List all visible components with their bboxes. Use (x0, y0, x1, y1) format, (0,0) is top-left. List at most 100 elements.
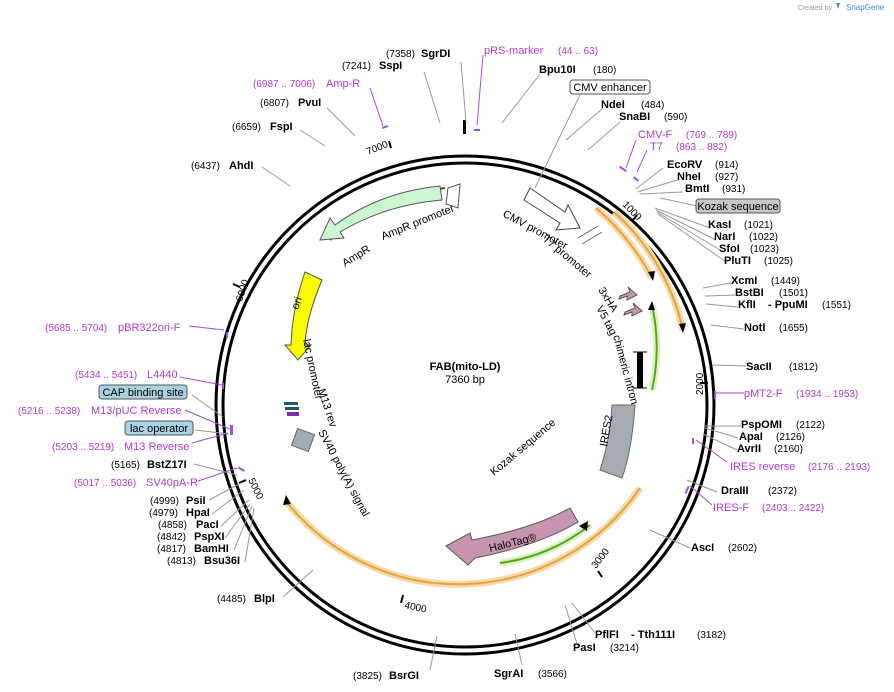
primer-ires-f-range: (2403 .. 2422) (762, 503, 824, 514)
enzyme-sacii: SacII (746, 361, 772, 373)
enzyme-pspxi-pos: (4842) (157, 532, 186, 543)
t7-promoter-marks (577, 225, 603, 245)
ires2-arrow (599, 404, 636, 479)
enzyme-draiii-pos: (2372) (768, 486, 797, 497)
enzyme-sgrai-pos: (3566) (538, 669, 567, 680)
enzyme-hpai-pos: (4979) (149, 508, 178, 519)
kozak-sequence-box (695, 198, 781, 214)
primer-ires-reverse-range: (2176 .. 2193) (808, 462, 870, 473)
ori-arrow (283, 271, 323, 361)
cap-binding-site-box (98, 384, 188, 400)
sv40-polya-label: SV40 poly(A) signal (315, 428, 371, 519)
enzyme-apai: ApaI (739, 431, 763, 443)
cmv-enhancer-box (569, 79, 651, 95)
enzyme-pvui-pos: (6807) (260, 98, 289, 109)
orange-arc-long-arrow-icon (679, 323, 686, 333)
primer-t7-range: (863 .. 882) (676, 142, 727, 153)
enzyme-avrii-pos: (2160) (774, 444, 803, 455)
plasmid-size: 7360 bp (445, 374, 485, 386)
primer-marks (222, 125, 716, 495)
enzyme-asci-pos: (2602) (728, 543, 757, 554)
enzyme-sacii-pos: (1812) (789, 362, 818, 373)
primer-cmv-f-range: (769 .. 789) (686, 130, 737, 141)
tick-5000: 5000 (245, 476, 265, 501)
green-arc-top-arrow-icon (648, 301, 655, 310)
enzyme-ppumi: - PpuMI (768, 299, 808, 311)
primer-prs-marker-range: (44 .. 63) (558, 46, 598, 57)
tick-4000: 4000 (403, 600, 427, 615)
m13-primer-mark (287, 412, 299, 416)
enzyme-ecorv-pos: (914) (715, 160, 738, 171)
enzyme-draiii: DraIII (721, 485, 749, 497)
lac-promoter-label: lac promoter (300, 338, 325, 401)
enzyme-bstbi-pos: (1501) (779, 288, 808, 299)
v5-tag-arrow (623, 302, 643, 317)
3xha-arrow (618, 286, 638, 301)
enzyme-noti: NotI (744, 322, 765, 334)
primer-m13-reverse: M13 Reverse (124, 441, 189, 453)
lac-promoter-mark (285, 407, 299, 410)
kozak-inner-label: Kozak sequence (488, 417, 558, 478)
enzyme-noti-pos: (1655) (779, 323, 808, 334)
sv40-polya-box (290, 427, 316, 453)
feature-box-leaders (191, 94, 698, 435)
ori-label: ori (290, 295, 305, 311)
enzyme-bsu36i-pos: (4813) (167, 556, 196, 567)
lac-operator-box (124, 420, 194, 436)
enzyme-pflfi: PflFI (595, 629, 619, 641)
primer-pmt2-f-range: (1934 .. 1953) (796, 389, 858, 400)
halotag-arrow (445, 507, 579, 566)
enzyme-leaders (193, 61, 747, 671)
enzyme-bsrgi: BsrGI (389, 670, 419, 682)
enzyme-nhei: NheI (677, 171, 701, 183)
enzyme-pspomi: PspOMI (741, 419, 782, 431)
snapgene-logo-icon (836, 3, 840, 9)
ticks (232, 140, 708, 604)
enzyme-bamhi-pos: (4817) (157, 544, 186, 555)
enzyme-sfoi-pos: (1023) (750, 244, 779, 255)
cap-binding-site-label: CAP binding site (102, 387, 183, 399)
orange-arc-bottom-arrow-icon (283, 495, 291, 505)
primer-m13-puc-reverse-range: (5216 .. 5238) (18, 406, 80, 417)
orange-arc-bottom-highlight (282, 486, 643, 588)
enzyme-bamhi: BamHI (194, 543, 229, 555)
ampr-arrow (319, 185, 443, 241)
tick-3000: 3000 (590, 546, 613, 571)
orange-arc-cmv-arrow-icon (648, 271, 655, 281)
enzyme-tth111i-pos: (3182) (697, 630, 726, 641)
primer-t7: T7 (650, 141, 663, 153)
enzyme-asci: AscI (691, 542, 714, 554)
enzyme-bmti-pos: (931) (722, 184, 745, 195)
orange-arc-bottom (284, 487, 641, 586)
primer-amp-r: Amp-R (326, 78, 360, 90)
snapgene-brand: SnapGene (846, 3, 885, 12)
enzyme-psii-pos: (4999) (150, 496, 179, 507)
primer-amp-r-range: (6987 .. 7006) (253, 79, 315, 90)
enzyme-sfoi: SfoI (719, 243, 740, 255)
enzyme-bsu36i: Bsu36I (204, 555, 240, 567)
primer-l4440: L4440 (147, 369, 178, 381)
enzyme-paci-pos: (4858) (158, 520, 187, 531)
chimeric-intron-label: chimeric intron (610, 334, 640, 406)
primer-ires-reverse: IRES reverse (730, 461, 795, 473)
primer-pbr322ori-f: pBR322ori-F (118, 322, 181, 334)
enzyme-bstz17i: BstZ17I (147, 459, 187, 471)
enzyme-ppumi-pos: (1551) (822, 300, 851, 311)
enzyme-pluti-pos: (1025) (764, 256, 793, 267)
enzyme-snabi: SnaBI (619, 111, 650, 123)
enzyme-kasi: KasI (708, 219, 731, 231)
ires2-label: IRES2 (598, 414, 615, 447)
cmv-enhancer-label: CMV enhancer (573, 82, 647, 94)
cap-site-mark (284, 402, 298, 405)
enzyme-bpu10i-pos: (180) (593, 65, 616, 76)
orange-arc-cmv (595, 207, 653, 279)
green-arc-bottom (499, 524, 591, 564)
enzyme-blpi-pos: (4485) (217, 594, 246, 605)
enzyme-ndei: NdeI (601, 99, 625, 111)
enzyme-bstz17i-pos: (5165) (111, 460, 140, 471)
kozak-sequence-label: Kozak sequence (697, 201, 778, 213)
enzyme-pspomi-pos: (2122) (796, 420, 825, 431)
primer-leaders (179, 54, 744, 506)
enzyme-kfli: KflI (738, 299, 756, 311)
ampr-promoter-arrow (445, 183, 461, 209)
